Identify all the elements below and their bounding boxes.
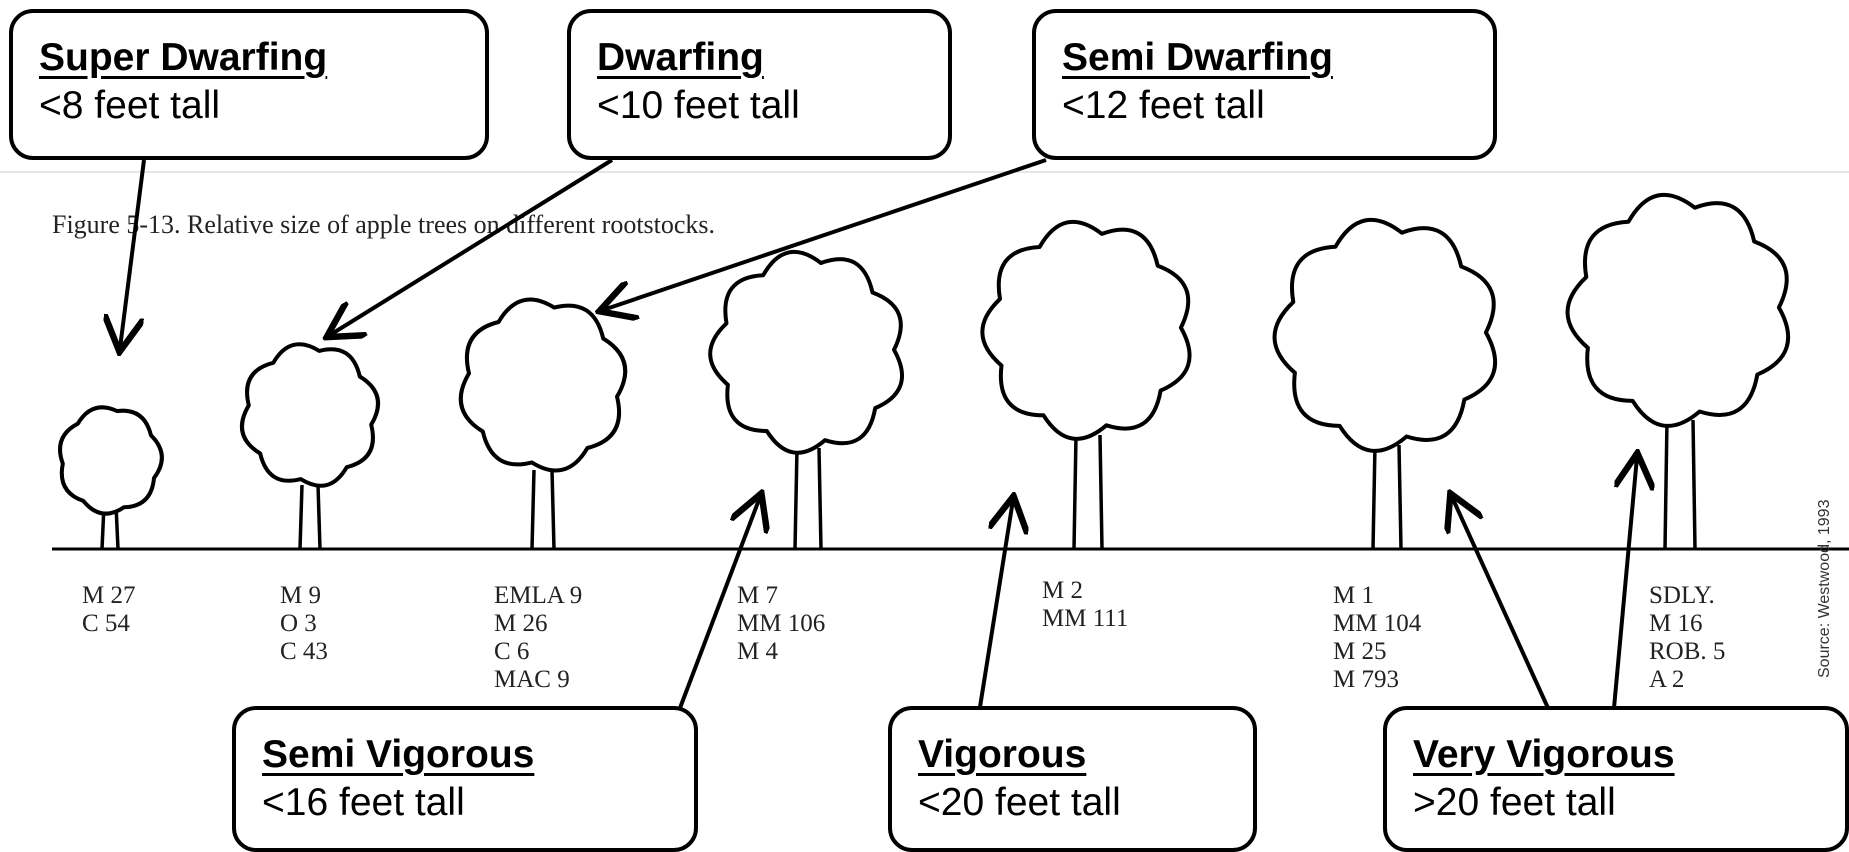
tree-trunk [793, 447, 823, 550]
callout-height: >20 feet tall [1413, 781, 1616, 824]
rootstock-group-4: M 7 MM 106 M 4 [737, 582, 831, 665]
rootstock-labels: M 27 C 54 M 9 O 3 C 43 EMLA 9 M 26 C 6 M… [82, 577, 1732, 693]
callout-height: <10 feet tall [597, 84, 800, 127]
rootstock-group-2: M 9 O 3 C 43 [280, 582, 328, 665]
callout-semi-vigorous: Semi Vigorous <16 feet tall [232, 706, 698, 852]
callout-title: Very Vigorous [1413, 733, 1675, 776]
tree-4 [708, 249, 904, 550]
rootstock-group-7: SDLY. M 16 ROB. 5 A 2 [1649, 582, 1732, 693]
callout-semi-dwarfing: Semi Dwarfing <12 feet tall [1032, 9, 1497, 160]
callout-height: <16 feet tall [262, 781, 465, 824]
callout-vigorous: Vigorous <20 feet tall [888, 706, 1257, 852]
callout-super-dwarfing: Super Dwarfing <8 feet tall [9, 9, 489, 160]
tree-6 [1272, 217, 1497, 550]
tree-illustrations [58, 192, 1790, 550]
tree-trunk [1371, 444, 1403, 550]
tree-5 [980, 219, 1192, 550]
callout-dwarfing: Dwarfing <10 feet tall [567, 9, 952, 160]
tree-crown [1565, 192, 1790, 428]
tree-3 [458, 297, 628, 550]
rootstock-group-6: M 1 MM 104 M 25 M 793 [1333, 582, 1427, 693]
callout-title: Semi Vigorous [262, 733, 535, 776]
arrow-very-vigorous-2 [1612, 457, 1637, 709]
callout-height: <12 feet tall [1062, 84, 1265, 127]
callout-height: <20 feet tall [918, 781, 1121, 824]
tree-1 [58, 405, 164, 550]
tree-crown [458, 297, 628, 473]
arrow-very-vigorous-1 [1452, 497, 1550, 709]
arrow-vigorous [978, 500, 1013, 708]
callout-height: <8 feet tall [39, 84, 221, 127]
tree-crown [708, 249, 904, 455]
rootstock-group-5: M 2 MM 111 [1042, 577, 1128, 632]
tree-2 [239, 342, 381, 550]
rootstock-group-1: M 27 C 54 [82, 582, 142, 637]
tree-crown [1272, 217, 1497, 453]
arrow-semi-dwarfing [603, 158, 1047, 310]
tree-trunk [1663, 419, 1697, 550]
callout-title: Super Dwarfing [39, 36, 328, 79]
source-credit: Source: Westwood, 1993 [1816, 499, 1833, 678]
arrow-semi-vigorous [678, 497, 760, 709]
callout-very-vigorous: Very Vigorous >20 feet tall [1383, 706, 1849, 852]
tree-crown [980, 219, 1192, 441]
tree-crown [58, 405, 164, 516]
tree-trunk [1072, 434, 1104, 550]
tree-trunk [298, 484, 322, 550]
callout-title: Dwarfing [597, 36, 764, 79]
figure-caption: Figure 5-13. Relative size of apple tree… [52, 210, 715, 239]
arrow-dwarfing [330, 158, 614, 335]
tree-crown [239, 342, 381, 488]
callout-title: Vigorous [918, 733, 1087, 776]
rootstock-group-3: EMLA 9 M 26 C 6 MAC 9 [494, 582, 588, 693]
callout-title: Semi Dwarfing [1062, 36, 1333, 79]
tree-7 [1565, 192, 1790, 550]
tree-trunk [530, 469, 556, 550]
category-arrows [120, 158, 1637, 709]
arrow-super-dwarfing [120, 159, 146, 348]
